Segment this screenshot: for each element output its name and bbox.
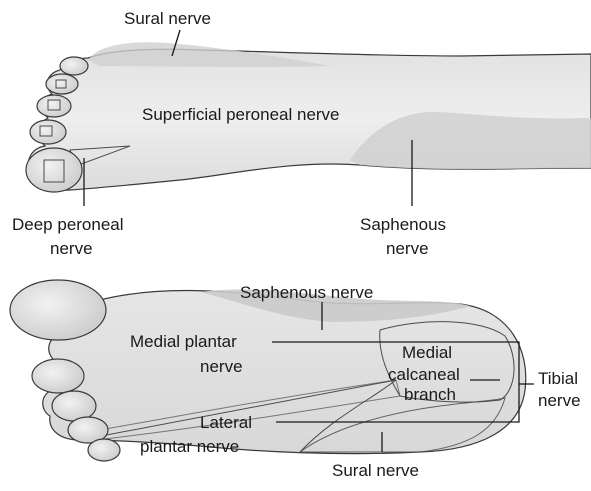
label-deep-peroneal-line2: nerve: [50, 239, 93, 258]
label-superficial-peroneal-nerve: Superficial peroneal nerve: [142, 105, 340, 124]
label-deep-peroneal-line1: Deep peroneal: [12, 215, 124, 234]
plantar-big-toe: [10, 280, 106, 340]
label-tibial-line2: nerve: [538, 391, 581, 410]
dorsal-toe-4: [46, 74, 78, 94]
label-medial-plantar-line2: nerve: [200, 357, 243, 376]
label-sural-nerve-top: Sural nerve: [124, 9, 211, 28]
label-medial-calcaneal-line2: calcaneal: [388, 365, 460, 384]
dorsal-toe-3: [37, 95, 71, 117]
label-saphenous-nerve-bottom: Saphenous nerve: [240, 283, 373, 302]
label-lateral-plantar-line1: Lateral: [200, 413, 252, 432]
label-tibial-line1: Tibial: [538, 369, 578, 388]
dorsal-big-toe: [26, 148, 82, 192]
label-saphenous-top-line2: nerve: [386, 239, 429, 258]
label-medial-calcaneal-line3: branch: [404, 385, 456, 404]
plantar-toe-5: [88, 439, 120, 461]
label-saphenous-top-line1: Saphenous: [360, 215, 446, 234]
plantar-toe-2: [32, 359, 84, 393]
label-medial-calcaneal-line1: Medial: [402, 343, 452, 362]
dorsal-toe-5: [60, 57, 88, 75]
label-lateral-plantar-line2: plantar nerve: [140, 437, 239, 456]
dorsal-toe-2: [30, 120, 66, 144]
label-sural-nerve-bottom: Sural nerve: [332, 461, 419, 480]
label-medial-plantar-line1: Medial plantar: [130, 332, 237, 351]
